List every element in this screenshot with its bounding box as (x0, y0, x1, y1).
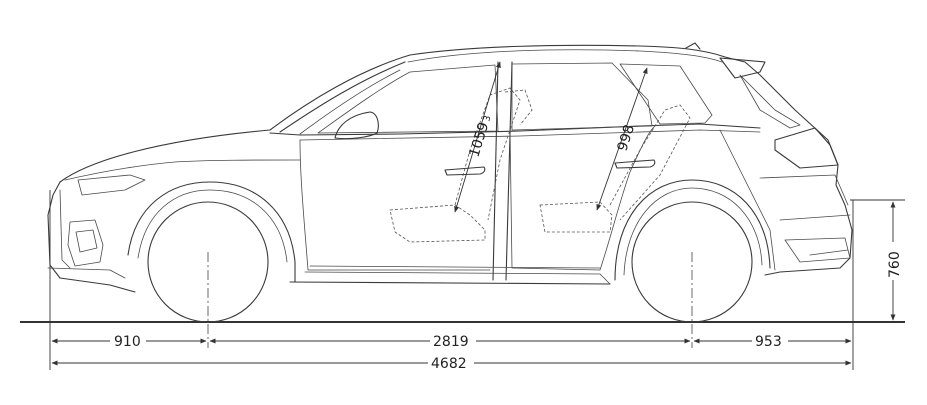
front-headroom-value: 1059 (467, 120, 493, 159)
overall-length-value: 4682 (431, 356, 467, 372)
front-headroom-note: 3 (482, 114, 493, 122)
front-headroom-arrow (454, 61, 501, 213)
wheelbase-value: 2819 (433, 334, 469, 350)
front-wheel (127, 181, 296, 323)
front-overhang-value: 910 (114, 334, 141, 350)
rear-wheel (614, 179, 771, 323)
rear-headroom-value: 998 (615, 123, 638, 153)
rear-headroom-arrow (596, 67, 648, 211)
car-body-outline (47, 42, 853, 293)
rear-overhang-value: 953 (755, 334, 782, 350)
load-sill-height-value: 760 (887, 251, 903, 278)
